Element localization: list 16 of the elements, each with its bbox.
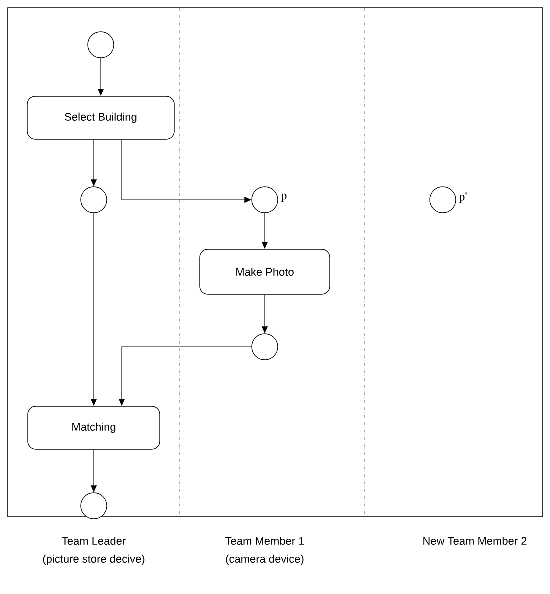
lane-label: (camera device) [226, 554, 304, 566]
circle-node [88, 32, 114, 58]
lane-label: Team Member 1 [226, 536, 304, 546]
node-label: p [281, 194, 287, 202]
activity-box: Matching [28, 406, 160, 450]
circle-node [80, 186, 108, 214]
activity-box: Make Photo [200, 249, 330, 295]
circle-node [252, 334, 278, 360]
lane-label: (picture store decive) [43, 554, 145, 566]
lane-label: New Team Member 2 [424, 536, 527, 546]
node-label: p' [459, 192, 467, 204]
circle-node [430, 186, 456, 214]
circle-node [252, 186, 278, 214]
lane-label: Team Leader [62, 536, 126, 546]
circle-node [80, 492, 108, 520]
activity-box: Select Building [27, 96, 175, 140]
